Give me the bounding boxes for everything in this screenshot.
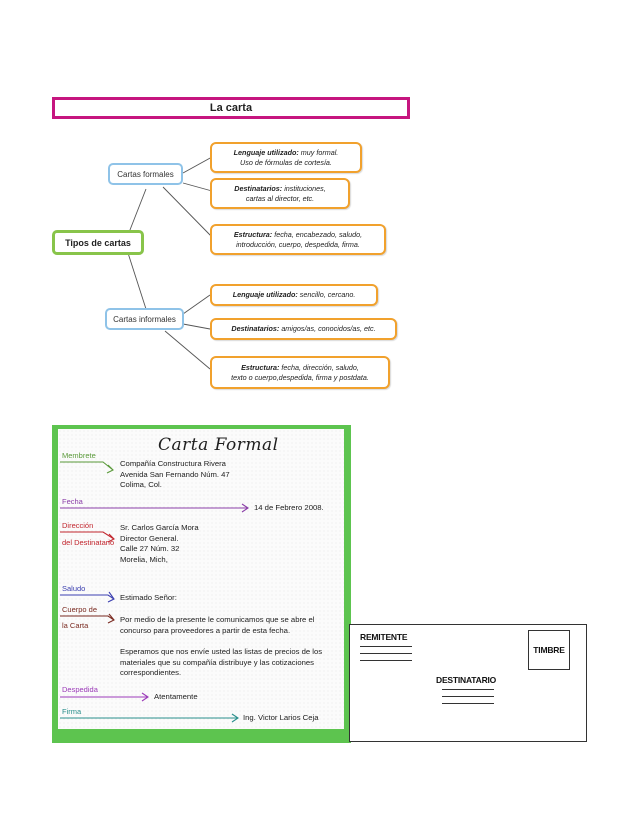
leaf-formal-destinatarios: Destinatarios: instituciones, cartas al … [210, 178, 350, 209]
leaf-head: Lenguaje utilizado: [232, 290, 298, 300]
node-cartas-informales: Cartas informales [105, 308, 184, 330]
leaf-line: cartas al director, etc. [245, 193, 315, 203]
text-line: Compañía Constructura Rivera [120, 459, 226, 468]
membrete-text: Compañía Constructura Rivera Avenida San… [120, 459, 230, 491]
cuerpo-paragraph-1: Por medio de la presente le comunicamos … [120, 615, 314, 636]
timbre-label: TIMBRE [533, 645, 565, 655]
mindmap-title: La carta [52, 97, 410, 119]
destinatario-line-3 [442, 703, 494, 704]
connector-root-informal [127, 252, 147, 310]
text-line: Sr. Carlos García Mora [120, 523, 199, 532]
cuerpo-paragraph-2: Esperamos que nos envíe usted las listas… [120, 647, 322, 679]
arrow-direccion [60, 531, 115, 543]
text-line: correspondientes. [120, 668, 182, 677]
label-cuerpo-2: la Carta [62, 621, 89, 630]
leaf-line: Uso de fórmulas de cortesía. [240, 157, 332, 167]
saludo-text: Estimado Señor: [120, 593, 177, 602]
text-line: Por medio de la presente le comunicamos … [120, 615, 315, 624]
remitente-label: REMITENTE [360, 632, 408, 642]
label-cuerpo-1: Cuerpo de [62, 605, 98, 614]
arrows [60, 461, 249, 723]
connector-lines [127, 156, 213, 370]
fecha-text: 14 de Febrero 2008. [254, 503, 324, 512]
node-cartas-formales: Cartas formales [108, 163, 183, 185]
leaf-line: fecha, dirección, saludo, [281, 362, 359, 372]
leaf-informal-estructura: Estructura: fecha, dirección, saludo, te… [210, 356, 390, 389]
label-direccion-2: del Destinatario [62, 538, 115, 547]
carta-formal-example: Carta Formal Membrete Fecha Dirección de… [52, 425, 351, 743]
leaf-line: introducción, cuerpo, despedida, firma. [236, 239, 360, 249]
arrow-firma [60, 713, 239, 723]
arrow-despedida [60, 692, 149, 702]
despedida-text: Atentamente [154, 692, 198, 701]
connector-formal-leaf3 [162, 186, 213, 238]
arrow-membrete [60, 461, 114, 474]
leaf-head: Destinatarios: [234, 183, 283, 193]
leaf-line: sencillo, cercano. [299, 290, 356, 300]
remitente-line-3 [360, 660, 412, 661]
connector-informal-leaf3 [164, 330, 211, 370]
text-line: materiales que su compañía distribuye y … [120, 657, 314, 667]
leaf-line: texto o cuerpo,despedida, firma y postda… [231, 372, 369, 382]
text-line: Avenida San Fernando Núm. 47 [120, 469, 230, 479]
arrow-saludo [60, 591, 115, 603]
destinatario-label: DESTINATARIO [436, 675, 497, 685]
label-fecha: Fecha [62, 497, 83, 506]
label-firma: Firma [62, 707, 82, 716]
leaf-line: amigos/as, conocidos/as, etc. [281, 324, 376, 334]
connector-root-formal [127, 188, 147, 236]
firma-text: Ing. Victor Larios Ceja [243, 713, 319, 722]
connector-formal-leaf2 [182, 182, 213, 192]
leaf-formal-lenguaje: Lenguaje utilizado: muy formal. Uso de f… [210, 142, 362, 173]
connector-informal-leaf1 [182, 294, 211, 315]
connector-formal-leaf1 [182, 156, 213, 174]
label-direccion-1: Dirección [62, 521, 94, 530]
text-line: Colima, Col. [120, 480, 162, 489]
connector-informal-leaf2 [182, 323, 211, 330]
leaf-head: Destinatarios: [231, 324, 280, 334]
envelope: REMITENTE TIMBRE DESTINATARIO [349, 624, 587, 742]
destinatario-line-1 [442, 689, 494, 690]
leaf-line: muy formal. [300, 147, 339, 157]
carta-title: Carta Formal [158, 435, 279, 455]
text-line: Morelia, Mich, [120, 554, 168, 564]
label-membrete: Membrete [62, 451, 96, 460]
leaf-head: Lenguaje utilizado: [233, 147, 299, 157]
leaf-formal-estructura: Estructura: fecha, encabezado, saludo, i… [210, 224, 386, 255]
arrow-cuerpo [60, 613, 115, 624]
leaf-line: instituciones, [284, 183, 326, 193]
leaf-informal-destinatarios: Destinatarios: amigos/as, conocidos/as, … [210, 318, 397, 340]
leaf-line: fecha, encabezado, saludo, [274, 229, 363, 239]
mind-map: La carta Tipos de cartas Cartas formales… [50, 95, 415, 393]
leaf-informal-lenguaje: Lenguaje utilizado: sencillo, cercano. [210, 284, 378, 306]
leaf-head: Estructura: [233, 229, 273, 239]
remitente-line-1 [360, 646, 412, 647]
label-saludo: Saludo [62, 584, 86, 593]
text-line: Esperamos que nos envíe usted las listas… [120, 647, 323, 656]
text-line: Calle 27 Núm. 32 [120, 544, 180, 553]
paper-sheet: Carta Formal Membrete Fecha Dirección de… [58, 429, 344, 729]
destinatario-line-2 [442, 696, 494, 697]
arrow-fecha [60, 503, 249, 513]
stamp-box: TIMBRE [528, 630, 570, 670]
leaf-head: Estructura: [241, 362, 280, 372]
root-node: Tipos de cartas [52, 230, 144, 255]
destinatario-text: Sr. Carlos García Mora Director General.… [120, 523, 199, 565]
label-despedida: Despedida [62, 685, 98, 694]
text-line: concurso para proveedores a partir de es… [120, 625, 291, 635]
text-line: Director General. [120, 533, 179, 543]
remitente-line-2 [360, 653, 412, 654]
